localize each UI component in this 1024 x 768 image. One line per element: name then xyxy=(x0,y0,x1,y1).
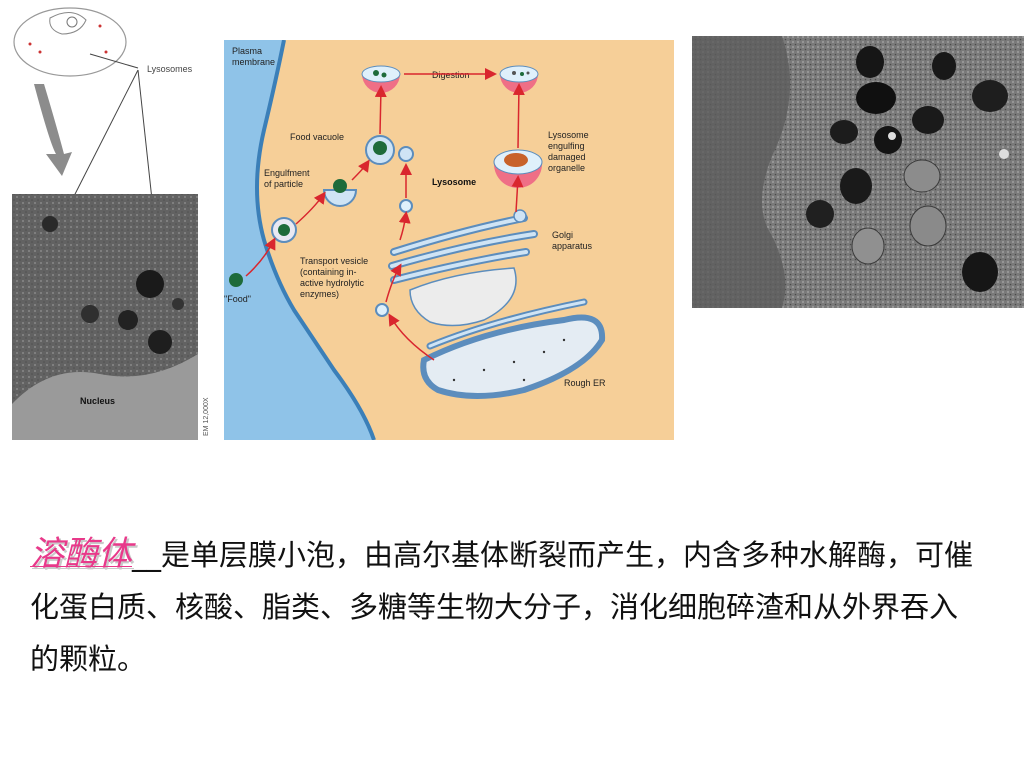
rough-er-label: Rough ER xyxy=(564,378,606,388)
lysosome-engulfing-label-1: Lysosome xyxy=(548,130,589,140)
lysosome-fusion xyxy=(365,135,414,165)
pathway-arrows xyxy=(245,68,525,361)
tem-micrograph-left: Nucleus xyxy=(12,194,198,440)
engulfment-vesicle xyxy=(271,217,297,243)
transport-label-4: enzymes) xyxy=(300,289,339,299)
lysosomes-label: Lysosomes xyxy=(147,64,193,74)
golgi-label-1: Golgi xyxy=(552,230,573,240)
lysosome-vesicle xyxy=(399,199,413,213)
food-vacuole-label: Food vacuole xyxy=(290,132,344,142)
lysosome-description: 溶酶体__是单层膜小泡，由高尔基体断裂而产生，内含多种水解酶，可催化蛋白质、核酸… xyxy=(30,528,980,685)
description-text: 是单层膜小泡，由高尔基体断裂而产生，内含多种水解酶，可催化蛋白质、核酸、脂类、多… xyxy=(30,538,974,676)
digestion-label: Digestion xyxy=(432,70,470,80)
digestion-vesicle-2 xyxy=(499,65,539,93)
transport-label-2: (containing in- xyxy=(300,267,357,277)
lysosome-engulfing-label-2: engulfing xyxy=(548,141,585,151)
lysosome-engulfing-label-3: damaged xyxy=(548,152,586,162)
cell-sketch xyxy=(13,7,127,77)
rough-er xyxy=(420,298,606,399)
engulfment-label: Engulfment xyxy=(264,168,310,178)
transport-vesicle xyxy=(375,303,389,317)
magnification-label: EM 12,000X xyxy=(203,397,210,436)
membrane-label: membrane xyxy=(232,57,275,67)
nucleus-label: Nucleus xyxy=(80,396,115,406)
plasma-label: Plasma xyxy=(232,46,262,56)
food-label: "Food" xyxy=(224,294,251,304)
food-particle xyxy=(229,273,243,287)
down-arrow-icon xyxy=(34,84,72,176)
golgi-apparatus xyxy=(388,209,538,327)
golgi-label-2: apparatus xyxy=(552,241,593,251)
lysosome-label: Lysosome xyxy=(432,177,476,187)
transport-label-3: active hydrolytic xyxy=(300,278,365,288)
blank-underline: __ xyxy=(132,538,161,572)
of-particle-label: of particle xyxy=(264,179,303,189)
term-lysosome: 溶酶体 xyxy=(30,534,132,574)
left-micrograph-figure: Lysosomes Nucleus EM 12,000X xyxy=(10,4,212,440)
tem-micrograph-right xyxy=(692,36,1024,308)
transport-label-1: Transport vesicle xyxy=(300,256,368,266)
digestion-vesicle-1 xyxy=(361,65,401,93)
lysosome-engulfing-label-4: organelle xyxy=(548,163,585,173)
lysosome-pathway-diagram: Plasma membrane "Food" Engulfment of par… xyxy=(224,40,674,440)
